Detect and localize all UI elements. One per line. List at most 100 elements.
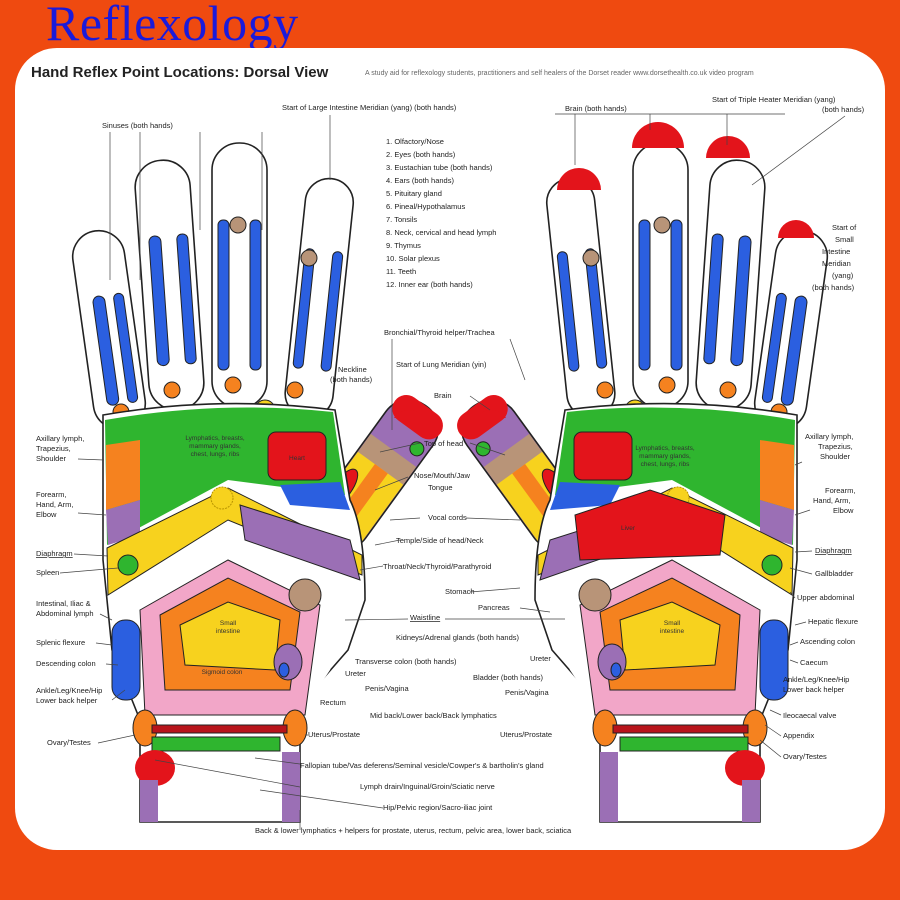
svg-text:Bladder (both hands): Bladder (both hands): [473, 673, 544, 682]
svg-text:Throat/Neck/Thyroid/Parathyroi: Throat/Neck/Thyroid/Parathyroid: [383, 562, 491, 571]
svg-text:Bronchial/Thyroid helper/Trach: Bronchial/Thyroid helper/Trachea: [384, 328, 495, 337]
svg-text:Axillary lymph,: Axillary lymph,: [805, 432, 853, 441]
triple-heater-label-2: (both hands): [822, 105, 865, 114]
svg-text:Diaphragm: Diaphragm: [815, 546, 852, 555]
svg-text:Uterus/Prostate: Uterus/Prostate: [500, 730, 552, 739]
svg-text:mammary glands,: mammary glands,: [189, 443, 241, 450]
diagram-title: Hand Reflex Point Locations: Dorsal View: [31, 64, 329, 81]
svg-text:Diaphragm: Diaphragm: [36, 549, 73, 558]
svg-text:Top of head: Top of head: [424, 439, 463, 448]
svg-text:Ascending colon: Ascending colon: [800, 637, 855, 646]
svg-text:mammary glands,: mammary glands,: [639, 453, 691, 460]
svg-text:Lymph drain/Inguinal/Groin/Sci: Lymph drain/Inguinal/Groin/Sciatic nerve: [360, 782, 495, 791]
svg-text:Vocal cords: Vocal cords: [428, 513, 467, 522]
svg-text:chest, lungs, ribs: chest, lungs, ribs: [641, 461, 691, 468]
triple-heater-label: Start of Triple Heater Meridian (yang): [712, 95, 836, 104]
list-item: 12. Inner ear (both hands): [386, 280, 473, 289]
diagram-card: Hand Reflex Point Locations: Dorsal View…: [15, 48, 885, 850]
svg-text:Small: Small: [835, 235, 854, 244]
svg-text:Ankle/Leg/Knee/Hip: Ankle/Leg/Knee/Hip: [36, 686, 102, 695]
lymphatics-label-left: Lymphatics, breasts, mammary glands, che…: [185, 435, 245, 458]
svg-text:Ileocaecal valve: Ileocaecal valve: [783, 711, 836, 720]
hands-diagram: Lymphatics, breasts, mammary glands, che…: [36, 95, 865, 835]
list-item: 10. Solar plexus: [386, 254, 440, 263]
svg-text:Transverse colon (both hands): Transverse colon (both hands): [355, 657, 457, 666]
svg-text:Lower back helper: Lower back helper: [783, 685, 845, 694]
list-item: 8. Neck, cervical and head lymph: [386, 228, 496, 237]
svg-text:Splenic flexure: Splenic flexure: [36, 638, 85, 647]
svg-text:Rectum: Rectum: [320, 698, 346, 707]
large-intestine-label: Start of Large Intestine Meridian (yang)…: [282, 103, 457, 112]
svg-text:Ovary/Testes: Ovary/Testes: [47, 738, 91, 747]
svg-text:Shoulder: Shoulder: [820, 452, 851, 461]
right-side-labels: Axillary lymph, Trapezius, Shoulder Fore…: [759, 432, 858, 761]
liver-region: [574, 489, 726, 561]
svg-text:Forearm,: Forearm,: [825, 486, 855, 495]
list-item: 2. Eyes (both hands): [386, 150, 456, 159]
svg-text:Ureter: Ureter: [530, 654, 551, 663]
list-item: 6. Pineal/Hypothalamus: [386, 202, 465, 211]
svg-text:Hepatic flexure: Hepatic flexure: [808, 617, 858, 626]
svg-text:Spleen: Spleen: [36, 568, 59, 577]
list-item: 7. Tonsils: [386, 215, 417, 224]
svg-text:Ureter: Ureter: [345, 669, 366, 678]
brain-both-label: Brain (both hands): [565, 104, 627, 113]
svg-text:Intestinal, Iliac &: Intestinal, Iliac &: [36, 599, 91, 608]
svg-text:Brain: Brain: [434, 391, 452, 400]
svg-text:Small: Small: [664, 620, 681, 627]
svg-text:Intestine: Intestine: [822, 247, 850, 256]
liver-label: Liver: [621, 525, 636, 532]
svg-text:Lower back helper: Lower back helper: [36, 696, 98, 705]
svg-text:Small: Small: [220, 620, 237, 627]
right-hand: [449, 142, 832, 823]
list-item: 1. Olfactory/Nose: [386, 137, 444, 146]
svg-text:Ankle/Leg/Knee/Hip: Ankle/Leg/Knee/Hip: [783, 675, 849, 684]
svg-text:Elbow: Elbow: [36, 510, 57, 519]
sinuses-label: Sinuses (both hands): [102, 121, 173, 130]
svg-text:Penis/Vagina: Penis/Vagina: [365, 684, 409, 693]
list-item: 11. Teeth: [386, 267, 416, 276]
svg-text:Ovary/Testes: Ovary/Testes: [783, 752, 827, 761]
svg-text:Descending colon: Descending colon: [36, 659, 96, 668]
svg-text:Axillary lymph,: Axillary lymph,: [36, 434, 84, 443]
svg-text:Fallopian tube/Vas deferens/Se: Fallopian tube/Vas deferens/Seminal vesi…: [300, 761, 544, 770]
svg-text:Hand, Arm,: Hand, Arm,: [36, 500, 74, 509]
small-intestine-label-right: Small intestine: [660, 620, 685, 635]
list-item: 3. Eustachian tube (both hands): [386, 163, 493, 172]
svg-text:Forearm,: Forearm,: [36, 490, 66, 499]
svg-text:Temple/Side of head/Neck: Temple/Side of head/Neck: [396, 536, 484, 545]
svg-text:Appendix: Appendix: [783, 731, 815, 740]
svg-text:(both hands): (both hands): [330, 375, 373, 384]
svg-text:Pancreas: Pancreas: [478, 603, 510, 612]
svg-text:intestine: intestine: [660, 628, 685, 635]
svg-text:intestine: intestine: [216, 628, 241, 635]
svg-text:Upper abdominal: Upper abdominal: [797, 593, 854, 602]
svg-text:Waistline: Waistline: [410, 613, 440, 622]
lymphatics-label-right: Lymphatics, breasts, mammary glands, che…: [635, 445, 695, 468]
svg-text:Neckline: Neckline: [338, 365, 367, 374]
svg-text:Tongue: Tongue: [428, 483, 453, 492]
svg-text:Abdominal lymph: Abdominal lymph: [36, 609, 94, 618]
svg-text:chest, lungs, ribs: chest, lungs, ribs: [191, 451, 241, 458]
app-title: Reflexology: [46, 0, 299, 51]
center-labels: Bronchial/Thyroid helper/Trachea Start o…: [154, 328, 572, 835]
heart-label: Heart: [289, 455, 305, 462]
svg-text:Start of Lung Meridian (yin): Start of Lung Meridian (yin): [396, 360, 487, 369]
svg-text:(yang): (yang): [832, 271, 854, 280]
svg-text:Start of: Start of: [832, 223, 857, 232]
svg-text:Hand, Arm,: Hand, Arm,: [813, 496, 851, 505]
left-side-labels: Axillary lymph, Trapezius, Shoulder Fore…: [36, 434, 136, 747]
neckline-label: Neckline (both hands): [330, 365, 373, 384]
svg-text:Hip/Pelvic region/Sacro-iliac: Hip/Pelvic region/Sacro-iliac joint: [383, 803, 493, 812]
svg-text:Kidneys/Adrenal glands (both h: Kidneys/Adrenal glands (both hands): [396, 633, 519, 642]
svg-text:Trapezius,: Trapezius,: [818, 442, 853, 451]
list-item: 5. Pituitary gland: [386, 189, 442, 198]
svg-text:Stomach: Stomach: [445, 587, 475, 596]
svg-text:Lymphatics, breasts,: Lymphatics, breasts,: [635, 445, 695, 452]
list-item: 9. Thymus: [386, 241, 421, 250]
svg-text:Back & lower lymphatics + help: Back & lower lymphatics + helpers for pr…: [255, 826, 572, 835]
numbered-list: 1. Olfactory/Nose 2. Eyes (both hands) 3…: [386, 137, 496, 289]
svg-text:Penis/Vagina: Penis/Vagina: [505, 688, 549, 697]
small-intestine-meridian-label: Start of Small Intestine Meridian (yang)…: [812, 223, 857, 292]
svg-text:Uterus/Prostate: Uterus/Prostate: [308, 730, 360, 739]
